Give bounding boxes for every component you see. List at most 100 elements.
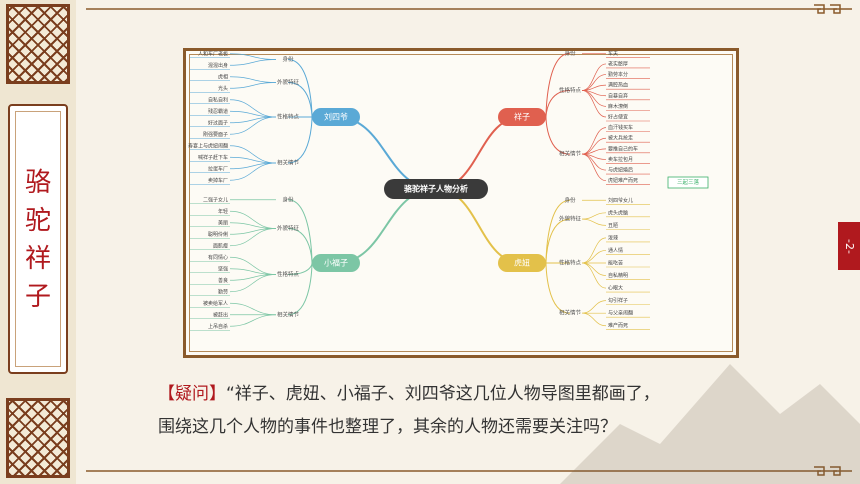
lattice-ornament-top bbox=[6, 4, 70, 84]
group-label: 性格特点 bbox=[277, 113, 300, 121]
leaf-label: 丑陋 bbox=[608, 222, 618, 229]
center-node bbox=[384, 179, 488, 199]
branch-connector bbox=[335, 116, 437, 190]
leaf-connector bbox=[581, 212, 607, 220]
leaf-label: 刚强要面子 bbox=[203, 131, 228, 138]
leaf-label: 虎相 bbox=[218, 73, 228, 80]
mountain-background bbox=[560, 364, 860, 484]
leaf-label: 好占便宜 bbox=[608, 114, 628, 121]
leaf-connector bbox=[581, 218, 607, 226]
fret-border-bottom bbox=[86, 466, 852, 476]
question-line-2: 围绕这几个人物的事件也整理了，其余的人物还需要关注吗？ bbox=[158, 417, 617, 437]
leaf-label: 被卖给军人 bbox=[203, 300, 228, 307]
leaf-label: 血汗钱买车 bbox=[608, 124, 633, 131]
leaf-label: 难产而死 bbox=[608, 322, 628, 329]
leaf-connector bbox=[581, 312, 607, 327]
leaf-connector bbox=[229, 99, 277, 118]
branch-connector bbox=[435, 116, 523, 190]
leaf-label: 虎妞难产而死 bbox=[608, 177, 638, 184]
title-char: 祥 bbox=[24, 244, 51, 274]
leaf-label: 刘四爷女儿 bbox=[608, 197, 633, 204]
leaf-label: 善良 bbox=[218, 277, 228, 284]
leaf-connector bbox=[229, 59, 277, 66]
branch-node bbox=[498, 254, 546, 272]
branch-connector bbox=[335, 188, 437, 264]
group-label: 性格特点 bbox=[559, 86, 582, 94]
left-decor-panel: 骆 驼 祥 子 bbox=[0, 0, 76, 484]
leaf-connector bbox=[229, 76, 277, 83]
leaf-label: 满腔热血 bbox=[608, 82, 628, 89]
leaf-label: 老实憨厚 bbox=[608, 60, 628, 67]
leaf-connector bbox=[229, 256, 277, 275]
leaf-label: 混混出身 bbox=[208, 62, 228, 69]
vertical-title-box: 骆 驼 祥 子 bbox=[8, 104, 68, 374]
group-label: 相关情节 bbox=[277, 310, 300, 318]
leaf-label: 上吊自杀 bbox=[208, 323, 228, 330]
leaf-connector bbox=[229, 116, 277, 135]
leaf-label: 喊祥子赶下车 bbox=[198, 154, 228, 161]
leaf-connector bbox=[581, 127, 607, 155]
group-label: 性格特点 bbox=[559, 259, 582, 267]
leaf-connector bbox=[229, 162, 277, 181]
group-connector bbox=[287, 228, 313, 264]
title-char: 驼 bbox=[24, 206, 51, 236]
group-label: 相关情节 bbox=[277, 159, 300, 167]
leaf-connector bbox=[229, 302, 277, 316]
leaf-label: 通人情 bbox=[608, 247, 623, 254]
group-label: 性格特点 bbox=[277, 270, 300, 278]
leaf-label: 光头 bbox=[218, 85, 228, 92]
leaf-connector bbox=[229, 314, 277, 327]
leaf-connector bbox=[581, 63, 607, 91]
leaf-label: 虎头虎脑 bbox=[608, 209, 628, 216]
leaf-label: 残忍霸道 bbox=[208, 108, 228, 115]
leaf-connector bbox=[229, 274, 277, 293]
branch-node bbox=[312, 254, 360, 272]
leaf-label: 坚强 bbox=[218, 265, 228, 272]
leaf-connector bbox=[581, 262, 607, 289]
group-connector bbox=[287, 82, 313, 118]
leaf-label: 勾引祥子 bbox=[608, 297, 628, 304]
center-label: 骆驼祥子人物分析 bbox=[404, 184, 468, 194]
leaf-label: 拉蛋车厂 bbox=[208, 165, 228, 172]
leaf-label: 与虎妞婚后 bbox=[608, 167, 633, 174]
leaf-label: 自私自利 bbox=[208, 96, 228, 103]
leaf-label: 二强子女儿 bbox=[203, 196, 228, 203]
vertical-title: 骆 驼 祥 子 bbox=[10, 164, 66, 316]
leaf-label: 年轻 bbox=[218, 208, 228, 215]
group-label: 外貌特征 bbox=[559, 215, 582, 223]
leaf-label: 要推自己的车 bbox=[608, 145, 638, 152]
group-label: 身份 bbox=[282, 195, 294, 203]
leaf-label: 能吃苦 bbox=[608, 260, 623, 267]
group-connector bbox=[287, 59, 313, 118]
title-char: 骆 bbox=[24, 168, 51, 198]
group-connector bbox=[545, 116, 571, 155]
leaf-connector bbox=[229, 53, 277, 60]
group-connector bbox=[545, 199, 571, 264]
group-connector bbox=[545, 262, 571, 314]
tag-label: 三起三落 bbox=[677, 178, 700, 186]
leaf-label: 被赶出 bbox=[213, 311, 228, 318]
leaf-label: 自暴自弃 bbox=[608, 92, 628, 99]
group-label: 身份 bbox=[564, 51, 576, 57]
branch-label: 祥子 bbox=[514, 112, 530, 122]
leaf-label: 与父亲闹翻 bbox=[608, 310, 633, 317]
branch-node bbox=[498, 108, 546, 126]
leaf-label: 麻木潦倒 bbox=[608, 103, 628, 110]
leaf-connector bbox=[229, 82, 277, 89]
branch-node bbox=[312, 108, 360, 126]
question-text: 【疑问】“祥子、虎妞、小福子、刘四爷这几位人物导图里都画了， 围绕这几个人物的事… bbox=[158, 378, 818, 444]
group-label: 身份 bbox=[564, 196, 576, 204]
group-connector bbox=[287, 262, 313, 316]
group-label: 外貌特征 bbox=[277, 224, 300, 232]
group-connector bbox=[545, 89, 571, 118]
leaf-label: 卖车拉包月 bbox=[608, 156, 633, 163]
branch-connector bbox=[435, 188, 523, 264]
leaf-label: 勤劳本分 bbox=[608, 71, 628, 78]
tag-box bbox=[667, 176, 709, 189]
leaf-label: 寿宴上与虎妞闹翻 bbox=[188, 142, 228, 149]
group-connector bbox=[545, 52, 571, 118]
group-label: 相关情节 bbox=[559, 309, 582, 317]
leaf-connector bbox=[581, 153, 607, 182]
title-char: 子 bbox=[24, 282, 51, 312]
leaf-label: 面肌瘦 bbox=[213, 242, 228, 249]
